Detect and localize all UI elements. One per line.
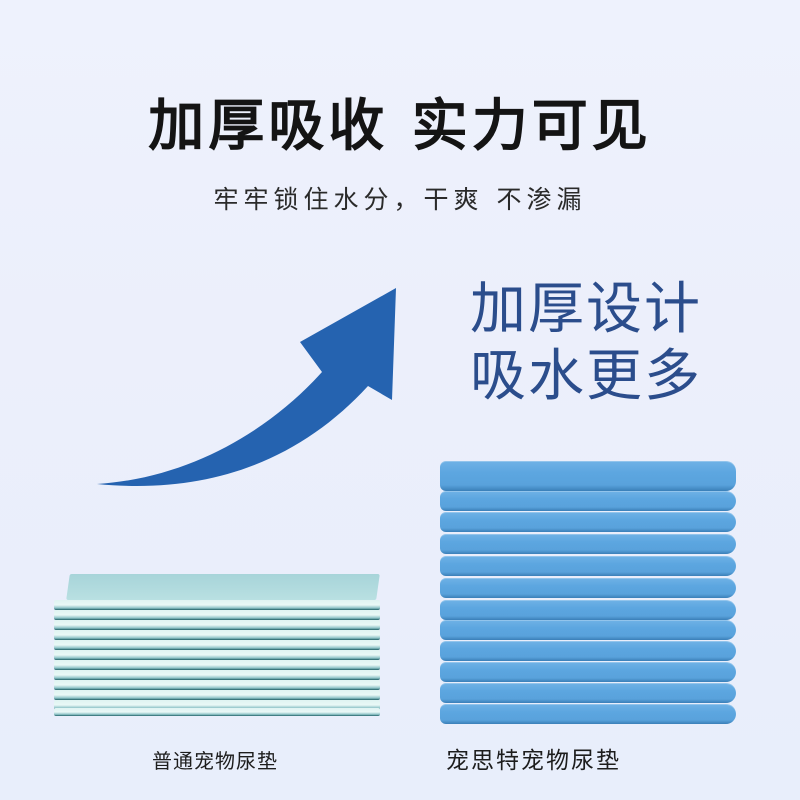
subheadline: 牢牢锁住水分，干爽 不渗漏 [213, 185, 587, 214]
normal-pad-caption: 普通宠物尿垫 [152, 749, 278, 773]
premium-pad-caption: 宠思特宠物尿垫 [446, 748, 621, 774]
claim-line-2: 吸水更多 [470, 344, 702, 409]
premium-pad-stack-image [440, 461, 736, 726]
pad-top-surface [66, 574, 380, 600]
normal-pad-stack-image [54, 570, 380, 716]
claim-line-1: 加厚设计 [470, 277, 702, 342]
claim-text: 加厚设计 吸水更多 [470, 276, 750, 410]
headline: 加厚吸收 实力可见 [148, 94, 652, 159]
